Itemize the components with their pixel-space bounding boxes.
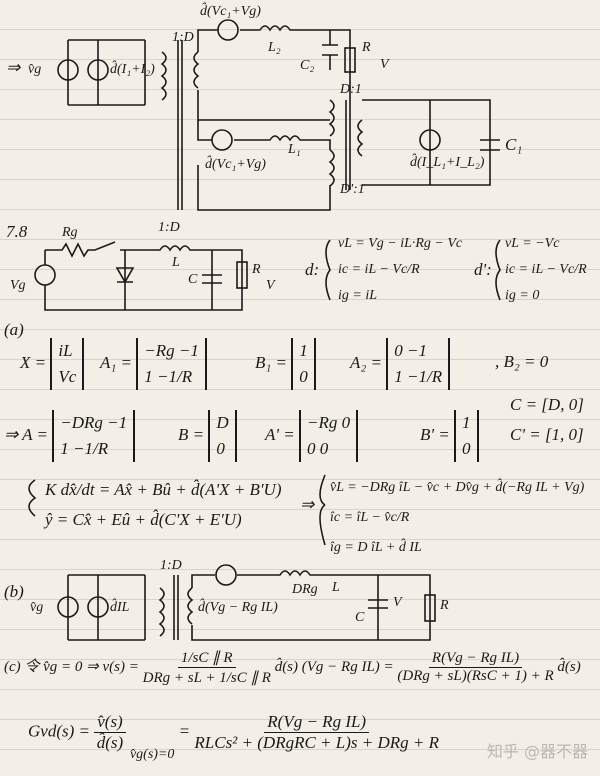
vg-label-b: v̂g xyxy=(30,600,44,615)
current-source-label: d̂(I₁+I₂) xyxy=(110,62,155,77)
dp-eq-1: vL = −Vc xyxy=(505,236,560,251)
load-label: R xyxy=(362,40,371,55)
vl-eq: v̂L = −DRg îL − v̂c + Dv̂g + d̂(−Rg IL +… xyxy=(330,480,585,495)
ratio-b: 1:D xyxy=(160,558,182,573)
mid-source-label: d̂(Vc₁+Vg) xyxy=(205,157,266,172)
series-source-b: d̂(Vg − Rg IL) xyxy=(198,600,278,615)
l-label: L xyxy=(172,255,180,270)
c-vector: C = [D, 0] xyxy=(510,395,584,414)
ratio-right2: D':1 xyxy=(340,182,365,197)
l-label-b: L xyxy=(332,580,340,595)
v-label: V xyxy=(266,278,275,293)
dp-label: d': xyxy=(474,260,492,279)
d-eq-3: ig = iL xyxy=(338,288,378,303)
drg-label: DRg xyxy=(292,582,318,597)
state-eq: K dx̂/dt = Ax̂ + Bû + d̂(A'X + B'U) xyxy=(45,480,282,499)
vg-label: v̂g xyxy=(28,62,42,77)
d-eq-2: ic = iL − Vc/R xyxy=(338,262,420,277)
system-braces xyxy=(28,239,501,546)
part-b-label: (b) xyxy=(4,582,24,601)
circuit-7-8 xyxy=(34,241,248,311)
ratio-right: D:1 xyxy=(340,82,362,97)
part-a-label: (a) xyxy=(4,320,24,339)
l1-label: L₁ xyxy=(288,142,301,157)
l2-label: L₂ xyxy=(268,40,281,55)
problem-number: 7.8 xyxy=(6,222,28,241)
arrow: ⇒ xyxy=(6,58,21,77)
r-label-b: R xyxy=(440,598,449,613)
vg-label-2: Vg xyxy=(10,278,26,293)
circuit-1 xyxy=(57,19,500,211)
ig-eq: îg = D îL + d̂ IL xyxy=(330,540,422,555)
ic-eq: îc = îL − v̂c/R xyxy=(330,510,410,525)
v-label-b: V xyxy=(393,595,402,610)
c1-label: C₁ xyxy=(505,135,523,154)
d-hat-s: d̂(s) xyxy=(557,658,581,675)
vout-label: V xyxy=(380,57,389,72)
right-source-label: d̂(I_L₁+I_L₂) xyxy=(410,155,485,170)
output-eq: ŷ = Cx̂ + Eû + d̂(C'X + E'U) xyxy=(45,510,242,529)
r-label: R xyxy=(252,262,261,277)
circuit-b xyxy=(57,564,436,641)
ratio-bottom: 1:D xyxy=(158,220,180,235)
c2-label: C₂ xyxy=(300,58,315,73)
dp-eq-3: ig = 0 xyxy=(505,288,540,303)
c-label: C xyxy=(188,272,198,287)
d-label: d: xyxy=(305,260,320,279)
rg-label: Rg xyxy=(62,225,78,240)
gvd-equation: Gvd(s) = v̂(s)d̂(s) v̂g(s)=0 = R(Vg − Rg… xyxy=(28,712,439,763)
top-source-label: d̂(Vc₁+Vg) xyxy=(200,4,261,19)
c-label-b: C xyxy=(355,610,365,625)
implies-arrow: ⇒ xyxy=(300,495,315,514)
ratio-top: 1:D xyxy=(172,30,194,45)
dp-eq-2: ic = iL − Vc/R xyxy=(505,262,587,277)
d-eq-1: vL = Vg − iL·Rg − Vc xyxy=(338,236,463,251)
cp-vector: C' = [1, 0] xyxy=(510,425,584,444)
b2-value: , B₂ = 0 xyxy=(495,352,549,371)
current-source-b: d̂IL xyxy=(110,600,130,615)
watermark: 知乎 @器不器 xyxy=(486,742,588,761)
